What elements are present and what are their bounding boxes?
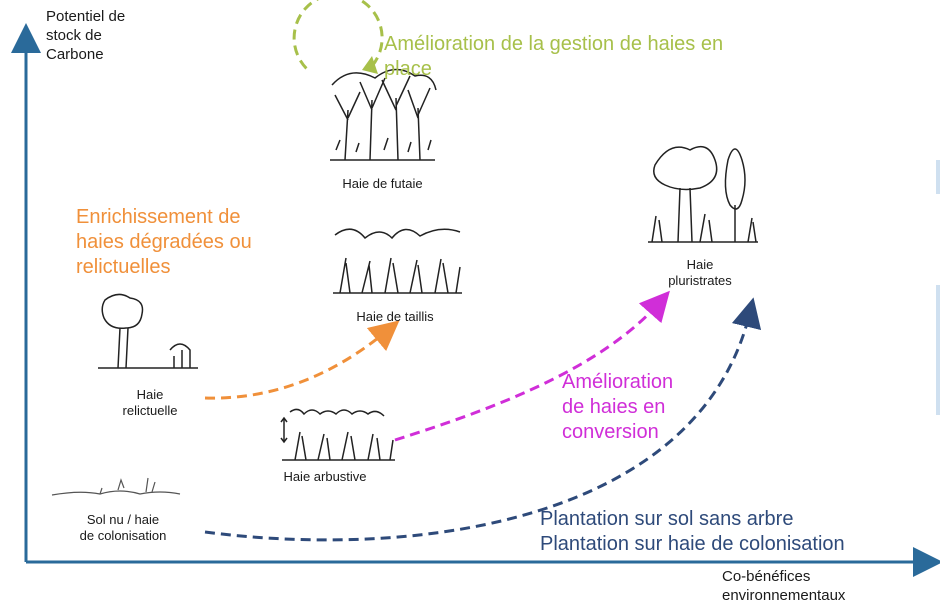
stage-label-arbustive: Haie arbustive [283, 469, 367, 484]
enrichissement-arrow [204, 320, 400, 400]
stage-label-pluristrates: Haie pluristrates [668, 257, 732, 289]
stage-label-taillis: Haie de taillis [356, 309, 434, 324]
gestion-loop-arrow [292, 0, 384, 74]
stage-label-sol-nu: Sol nu / haie de colonisation [79, 512, 167, 544]
y-axis-label: Potentiel de stock de Carbone [46, 8, 126, 63]
tree-sketch-relictuelle-icon [98, 293, 198, 369]
bare-soil-sketch-icon [51, 477, 181, 496]
coppice-sketch-taillis-icon [333, 228, 462, 294]
stage-label-relictuelle: Haie relictuelle [122, 387, 178, 419]
x-axis-label: Co-bénéfices environnementaux [722, 568, 846, 604]
shrub-sketch-arbustive-icon [280, 408, 395, 461]
pathway-label-enrichissement: Enrichissement de haies dégradées ou rel… [76, 206, 252, 278]
tree-sketch-futaie-icon [330, 68, 437, 161]
pathway-label-plantation-2: Plantation sur haie de colonisation [540, 533, 845, 555]
plantation-arrow [204, 297, 762, 542]
pathway-label-conversion: Amélioration de haies en conversion [562, 371, 674, 443]
stage-label-futaie: Haie de futaie [342, 176, 423, 191]
pathway-label-gestion: Amélioration de la gestion de haies en p… [384, 33, 724, 80]
pathway-label-plantation-1: Plantation sur sol sans arbre [540, 508, 794, 530]
edge-mark-bottom [936, 285, 940, 415]
multistrata-tree-sketch-icon [648, 145, 758, 243]
edge-mark-top [936, 160, 940, 194]
conversion-arrow [394, 290, 670, 442]
